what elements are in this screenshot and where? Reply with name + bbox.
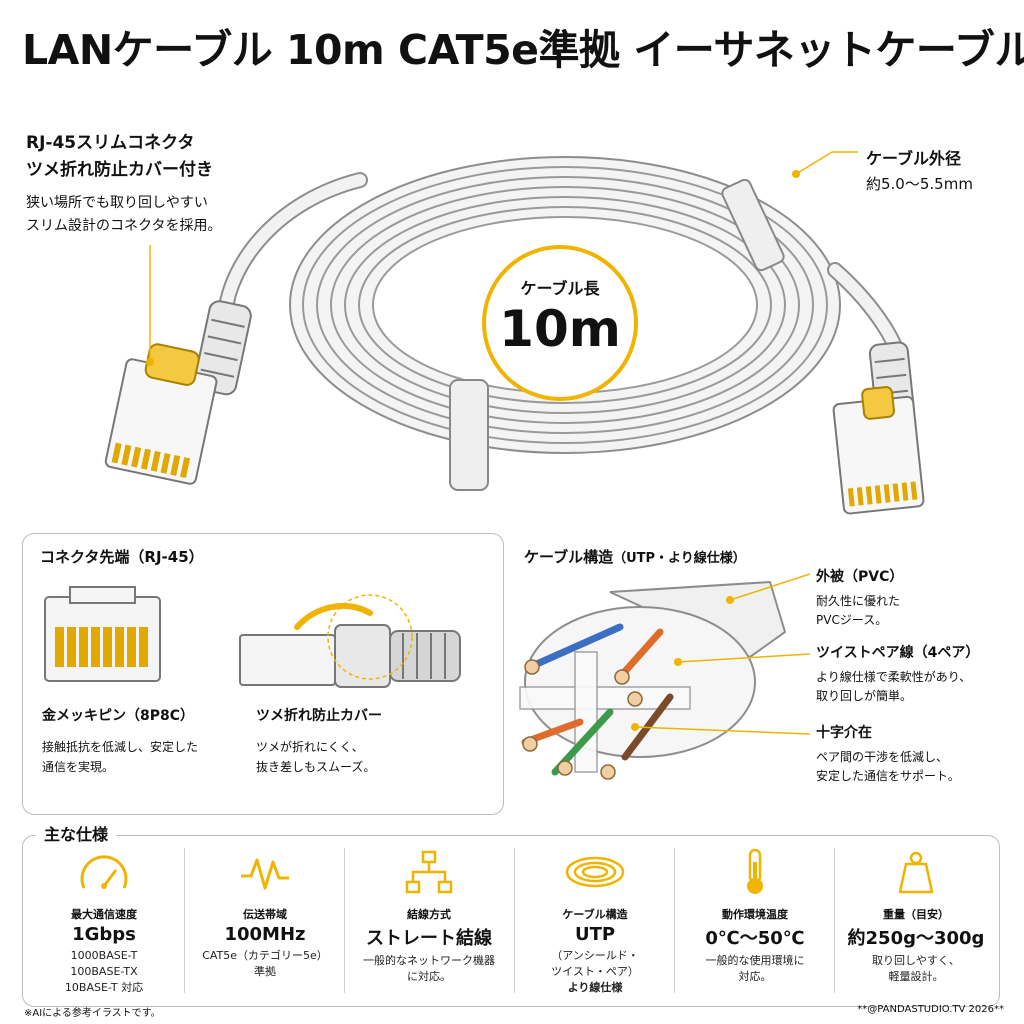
length-badge-value: 10m <box>499 300 621 358</box>
waveform-icon <box>241 858 289 890</box>
spec-note: 軽量設計。 <box>888 970 944 983</box>
footer-disclaimer: ※AIによる参考イラストです。 <box>24 1008 161 1019</box>
spec-note: 100BASE-TX <box>70 965 138 978</box>
spec-note: より線仕様 <box>567 981 623 994</box>
spec-label: 重量（目安） <box>883 908 949 921</box>
spec-note: 10BASE-T 対応 <box>64 981 144 994</box>
twisted-pair-feature: ツイストペア線（4ペア） より線仕様で柔軟性があり、 取り回しが簡単。 <box>816 642 1021 706</box>
connector-callout-title-1: RJ-45スリムコネクタ <box>26 133 195 153</box>
jacket-title: 外被（PVC） <box>816 569 904 585</box>
spec-divider <box>344 848 345 993</box>
cable-cross-section <box>519 573 810 780</box>
spec-note: CAT5e（カテゴリー5e） <box>202 949 328 962</box>
pins-title: 金メッキピン（8P8C） <box>42 708 195 724</box>
spec-note: 一般的なネットワーク機器 <box>363 954 495 967</box>
spec-note: 一般的な使用環境に <box>705 954 805 967</box>
spec-divider <box>184 848 185 993</box>
spec-divider <box>674 848 675 993</box>
jacket-feature: 外被（PVC） 耐久性に優れた PVCジース。 <box>816 566 1021 630</box>
structure-panel-subtitle: （UTP・より線仕様） <box>613 551 746 566</box>
connector-callout-desc-1: 狭い場所でも取り回しやすい <box>26 195 208 211</box>
spec-value: 0℃〜50℃ <box>705 928 805 949</box>
spec-note: 対応。 <box>738 970 772 983</box>
spec-note: ツイスト・ペア） <box>551 965 639 978</box>
twisted-pair-desc-1: より線仕様で柔軟性があり、 <box>816 670 972 684</box>
cover-desc-1: ツメが折れにくく、 <box>256 740 364 754</box>
spec-label: 最大通信速度 <box>71 908 137 921</box>
length-badge: ケーブル長 10m <box>482 245 638 401</box>
cross-filler-desc-1: ペア間の干渉を低減し、 <box>816 750 949 764</box>
structure-panel-title: ケーブル構造 <box>524 548 614 566</box>
diameter-callout-value: 約5.0〜5.5mm <box>866 175 973 193</box>
jacket-desc-1: 耐久性に優れた <box>816 594 901 608</box>
specs-heading: 主な仕様 <box>36 821 117 845</box>
spec-temperature: 動作環境温度 0℃〜50℃ 一般的な使用環境に 対応。 <box>675 848 835 1006</box>
cover-title: ツメ折れ防止カバー <box>256 708 382 724</box>
cross-filler-title: 十字介在 <box>816 725 872 741</box>
connector-callout: RJ-45スリムコネクタ ツメ折れ防止カバー付き 狭い場所でも取り回しやすい ス… <box>26 130 286 238</box>
spec-speed: 最大通信速度 1Gbps 1000BASE-T 100BASE-TX 10BAS… <box>24 848 184 1006</box>
spec-note: 1000BASE-T <box>70 949 138 962</box>
speedometer-icon <box>80 855 128 889</box>
cable-coil-icon <box>565 856 625 888</box>
cross-filler-feature: 十字介在 ペア間の干渉を低減し、 安定した通信をサポート。 <box>816 722 1021 786</box>
spec-label: ケーブル構造 <box>562 908 628 921</box>
spec-wiring: 結線方式 ストレート結線 一般的なネットワーク機器 に対応。 <box>349 848 509 1006</box>
twisted-pair-desc-2: 取り回しが簡単。 <box>816 689 913 703</box>
spec-value: ストレート結線 <box>366 928 492 949</box>
structure-panel-heading: ケーブル構造（UTP・より線仕様） <box>524 546 746 567</box>
spec-divider <box>514 848 515 993</box>
spec-structure: ケーブル構造 UTP （アンシールド・ ツイスト・ペア） より線仕様 <box>515 848 675 1006</box>
spec-note: （アンシールド・ <box>551 949 639 962</box>
page-title: LANケーブル 10m CAT5e準拠 イーサネットケーブル <box>22 26 1024 74</box>
length-badge-label: ケーブル長 <box>520 279 600 298</box>
spec-note: に対応。 <box>407 970 451 983</box>
pins-feature: 金メッキピン（8P8C） 接触抵抗を低減し、安定した 通信を実現。 <box>42 705 252 777</box>
spec-label: 結線方式 <box>407 908 451 921</box>
connector-diagram <box>44 586 461 688</box>
spec-value: 1Gbps <box>72 924 136 945</box>
thermometer-icon <box>747 848 763 894</box>
diameter-callout-title: ケーブル外径 <box>866 149 962 168</box>
spec-note: 準拠 <box>254 965 276 978</box>
network-icon <box>405 850 453 894</box>
footer-credit: **@PANDASTUDIO.TV 2026** <box>857 1004 1004 1015</box>
spec-value: 約250g〜300g <box>847 928 985 949</box>
spec-label: 動作環境温度 <box>722 908 788 921</box>
twisted-pair-title: ツイストペア線（4ペア） <box>816 645 980 661</box>
spec-value: UTP <box>574 924 616 945</box>
cover-desc-2: 抜き差しもスムーズ。 <box>256 760 376 774</box>
spec-value: 100MHz <box>224 924 306 945</box>
pins-desc-2: 通信を実現。 <box>42 760 115 774</box>
spec-label: 伝送帯域 <box>243 908 287 921</box>
specs-panel <box>22 835 1000 1007</box>
connector-callout-title-2: ツメ折れ防止カバー付き <box>26 160 213 180</box>
spec-weight: 重量（目安） 約250g〜300g 取り回しやすく、 軽量設計。 <box>836 848 996 1006</box>
connector-panel-title: コネクタ先端（RJ-45） <box>40 548 204 566</box>
pins-desc-1: 接触抵抗を低減し、安定した <box>42 740 199 754</box>
cross-filler-desc-2: 安定した通信をサポート。 <box>816 769 960 783</box>
cover-feature: ツメ折れ防止カバー ツメが折れにくく、 抜き差しもスムーズ。 <box>256 705 486 777</box>
spec-bandwidth: 伝送帯域 100MHz CAT5e（カテゴリー5e） 準拠 <box>185 848 345 1006</box>
spec-divider <box>834 848 835 993</box>
jacket-desc-2: PVCジース。 <box>816 613 888 627</box>
weight-icon <box>898 851 934 894</box>
spec-note: 取り回しやすく、 <box>872 954 960 967</box>
connector-callout-desc-2: スリム設計のコネクタを採用。 <box>26 218 222 234</box>
diameter-callout: ケーブル外径 約5.0〜5.5mm <box>866 145 1016 196</box>
